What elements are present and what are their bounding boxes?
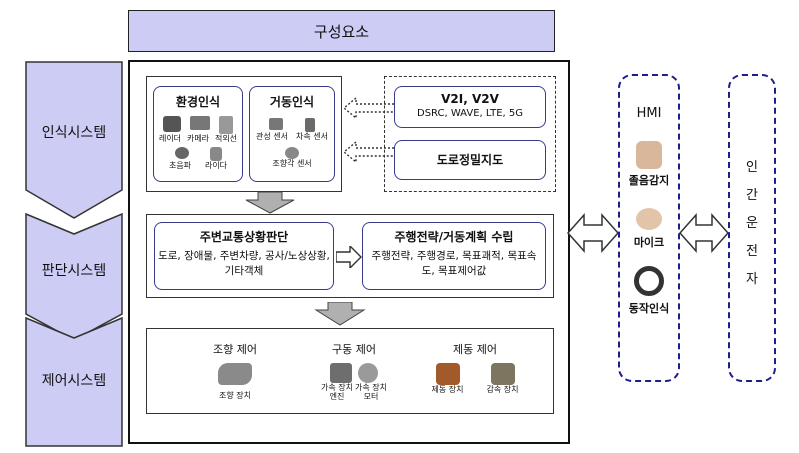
driving-plan-desc-line2: 도, 목표제어값 (421, 265, 487, 278)
deceleration-device-icon (490, 363, 515, 385)
deceleration-device-label: 감속 장치 (486, 385, 519, 394)
vehicle-motion-recognition-box: 거동인식 관성 센서 차속 센서 조향각 센서 (249, 86, 335, 182)
environment-sensor-images (154, 116, 242, 134)
traffic-situation-desc-line2: 기타객체 (224, 265, 264, 278)
sensor-label-inertial: 관성 센서 (256, 132, 288, 141)
environment-title: 환경인식 (175, 95, 221, 109)
hmi-label-microphone: 마이크 (633, 236, 665, 249)
sensor-label-steering-angle: 조향각 센서 (272, 159, 312, 169)
vehicle-sensor-labels-row1: 관성 센서 차속 센서 (250, 132, 334, 141)
right-arrow-situation-to-planning (336, 246, 362, 268)
human-driver-char-4: 전 (746, 244, 758, 259)
lidar-icon (209, 147, 222, 162)
drowsiness-face-icon (636, 141, 662, 169)
driving-plan-desc-line1: 주행전략, 주행경로, 목표괘적, 목표속 (371, 250, 537, 262)
microphone-icon (636, 208, 662, 230)
driving-device-motor: 가속 장치 모터 (355, 383, 387, 401)
vehicle-sensor-images (250, 118, 334, 132)
driving-control-title: 구동 제어 (332, 343, 376, 356)
environment-recognition-box: 환경인식 레이더 카메라 적외선 초음파 라이다 (153, 86, 243, 182)
brake-device-icon (435, 363, 460, 385)
traffic-situation-box: 주변교통상황판단 도로, 장애물, 주변차량, 공사/노상상황, 기타객체 (154, 222, 334, 290)
v2x-box: V2I, V2V DSRC, WAVE, LTE, 5G (394, 86, 546, 128)
chevron-shape (25, 316, 123, 447)
chevron-perception-system: 인식시스템 (24, 60, 124, 220)
sensor-label-radar: 레이더 (158, 134, 182, 143)
human-driver-char-1: 인 (746, 160, 758, 175)
hmi-title: HMI (636, 106, 662, 121)
radar-icon (162, 116, 181, 132)
driving-device-labels: 가속 장치 엔진 가속 장치 모터 (312, 383, 396, 401)
accelerator-label-motor: 가속 장치 (355, 383, 387, 392)
chevron-shape (25, 61, 123, 219)
driving-plan-title: 주행전략/거동계획 수립 (394, 230, 514, 244)
hmi-box: HMI 졸음감지 마이크 동작인식 (618, 74, 680, 382)
camera-icon (189, 116, 210, 130)
steering-control-title: 조향 제어 (213, 343, 257, 356)
chevron-control-system: 제어시스템 (24, 316, 124, 448)
vehicle-motion-title: 거동인식 (269, 95, 315, 109)
human-driver-char-5: 자 (746, 272, 758, 287)
hmi-label-gesture: 동작인식 (628, 302, 670, 315)
sensor-label-speed: 차속 센서 (296, 132, 328, 141)
steering-control: 조향 제어 조향 장치 (190, 341, 280, 400)
header-components: 구성요소 (128, 10, 555, 52)
down-arrow-judgement-to-control (314, 302, 366, 326)
engine-label: 엔진 (329, 392, 345, 402)
external-input-arrows (342, 96, 394, 164)
chevron-shape (25, 212, 123, 341)
environment-sensor-labels-row1: 레이더 카메라 적외선 (154, 134, 242, 143)
braking-device-labels: 제동 장치 감속 장치 (420, 385, 530, 394)
bidirectional-arrow-hmi-driver (678, 213, 730, 253)
sensor-label-camera: 카메라 (186, 134, 210, 143)
header-title: 구성요소 (313, 22, 370, 41)
braking-control-title: 제동 제어 (453, 343, 497, 356)
inertial-sensor-icon (269, 118, 283, 130)
sensor-label-ultrasonic: 초음파 (168, 161, 192, 171)
dotted-left-arrow-v2x (342, 96, 394, 120)
human-driver-box: 인 간 운 전 자 (728, 74, 776, 382)
motor-icon (358, 363, 378, 383)
engine-icon (330, 363, 352, 383)
v2x-title: V2I, V2V (441, 92, 499, 106)
v2x-subtitle: DSRC, WAVE, LTE, 5G (417, 108, 523, 119)
environment-sensor-labels-row2: 초음파 라이다 (154, 161, 242, 170)
chevron-judgement-system: 판단시스템 (24, 212, 124, 342)
human-driver-char-3: 운 (746, 216, 758, 231)
environment-sensor-images-row2 (154, 147, 242, 162)
steering-wheel-icon (634, 266, 664, 296)
driving-control: 구동 제어 가속 장치 엔진 가속 장치 모터 (312, 341, 396, 401)
braking-device-images (420, 363, 530, 385)
driving-device-engine: 가속 장치 엔진 (321, 383, 353, 401)
down-arrow-perception-to-judgement (245, 192, 295, 214)
precision-map-box: 도로정밀지도 (394, 140, 546, 180)
sensor-label-infrared: 적외선 (214, 134, 238, 143)
steering-device-icon (218, 363, 252, 385)
steering-device-label: 조향 장치 (219, 391, 251, 400)
speed-sensor-icon (305, 118, 315, 132)
braking-control: 제동 제어 제동 장치 감속 장치 (420, 341, 530, 394)
system-label-perception: 인식시스템 (41, 125, 107, 141)
traffic-situation-title: 주변교통상황판단 (199, 230, 289, 244)
driving-plan-box: 주행전략/거동계획 수립 주행전략, 주행경로, 목표괘적, 목표속 도, 목표… (362, 222, 546, 290)
bidirectional-arrow-system-hmi (566, 213, 620, 253)
infrared-sensor-icon (219, 116, 234, 134)
precision-map-title: 도로정밀지도 (436, 153, 504, 167)
accelerator-label-engine: 가속 장치 (321, 383, 353, 392)
system-label-control: 제어시스템 (41, 373, 107, 389)
ultrasonic-icon (174, 147, 189, 160)
dotted-left-arrow-map (342, 140, 394, 164)
sensor-label-lidar: 라이다 (204, 161, 228, 171)
traffic-situation-desc-line1: 도로, 장애물, 주변차량, 공사/노상상황, (158, 250, 330, 262)
steering-angle-sensor-icon (285, 147, 299, 160)
human-driver-char-2: 간 (746, 188, 758, 203)
hmi-label-drowsiness: 졸음감지 (628, 174, 670, 187)
external-info-box (384, 76, 556, 192)
steering-sensor-image (250, 147, 334, 160)
brake-device-label: 제동 장치 (431, 385, 464, 394)
driving-device-images (312, 363, 396, 383)
motor-label: 모터 (363, 392, 379, 402)
system-label-judgement: 판단시스템 (41, 263, 107, 279)
